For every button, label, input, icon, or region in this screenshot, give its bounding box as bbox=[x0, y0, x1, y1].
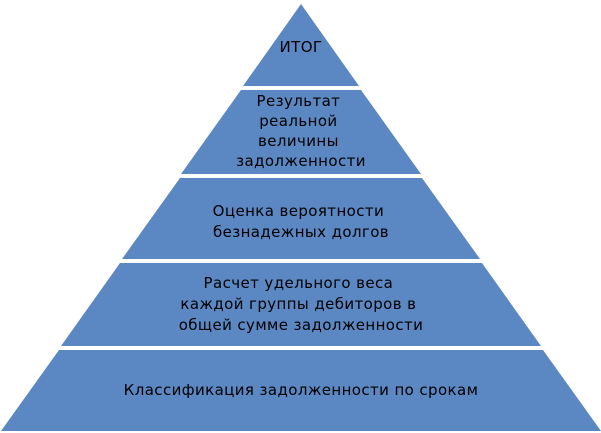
tier-result-line-4: задолженности bbox=[236, 152, 366, 170]
tier-result-line-2: реальной bbox=[259, 112, 337, 130]
tier-itog-text: ИТОГ bbox=[280, 38, 323, 56]
tier-classification-shape bbox=[1, 350, 601, 431]
tier-probability-text: Оценка вероятности безнадежных долгов bbox=[213, 202, 390, 241]
tier-classification-text: Классификация задолженности по срокам bbox=[124, 381, 479, 399]
tier-result-line-1: Результат bbox=[257, 92, 341, 110]
tier-itog-shape bbox=[243, 4, 359, 86]
pyramid-tier-itog: ИТОГ bbox=[243, 4, 359, 86]
tier-share-line-2: каждой группы дебиторов в bbox=[180, 295, 416, 313]
tier-result-text: Результат реальной величины задолженност… bbox=[236, 92, 366, 170]
pyramid-tier-share: Расчет удельного веса каждой группы деби… bbox=[61, 263, 541, 346]
tier-share-text: Расчет удельного веса каждой группы деби… bbox=[179, 274, 424, 334]
pyramid-tier-probability: Оценка вероятности безнадежных долгов bbox=[122, 178, 480, 259]
tier-result-shape bbox=[181, 90, 421, 174]
tier-share-shape bbox=[61, 263, 541, 346]
tier-share-line-3: общей сумме задолженности bbox=[179, 316, 424, 334]
tier-result-line-3: величины bbox=[258, 132, 339, 150]
pyramid-tier-result: Результат реальной величины задолженност… bbox=[181, 90, 421, 174]
tier-probability-line-2: безнадежных долгов bbox=[213, 223, 389, 241]
pyramid-tier-classification: Классификация задолженности по срокам bbox=[1, 350, 601, 431]
tier-probability-shape bbox=[122, 178, 480, 259]
tier-classification-line-1: Классификация задолженности по срокам bbox=[124, 381, 479, 399]
tier-probability-line-1: Оценка вероятности bbox=[213, 202, 385, 220]
tier-itog-line-1: ИТОГ bbox=[280, 38, 323, 56]
tier-share-line-1: Расчет удельного веса bbox=[204, 274, 394, 292]
